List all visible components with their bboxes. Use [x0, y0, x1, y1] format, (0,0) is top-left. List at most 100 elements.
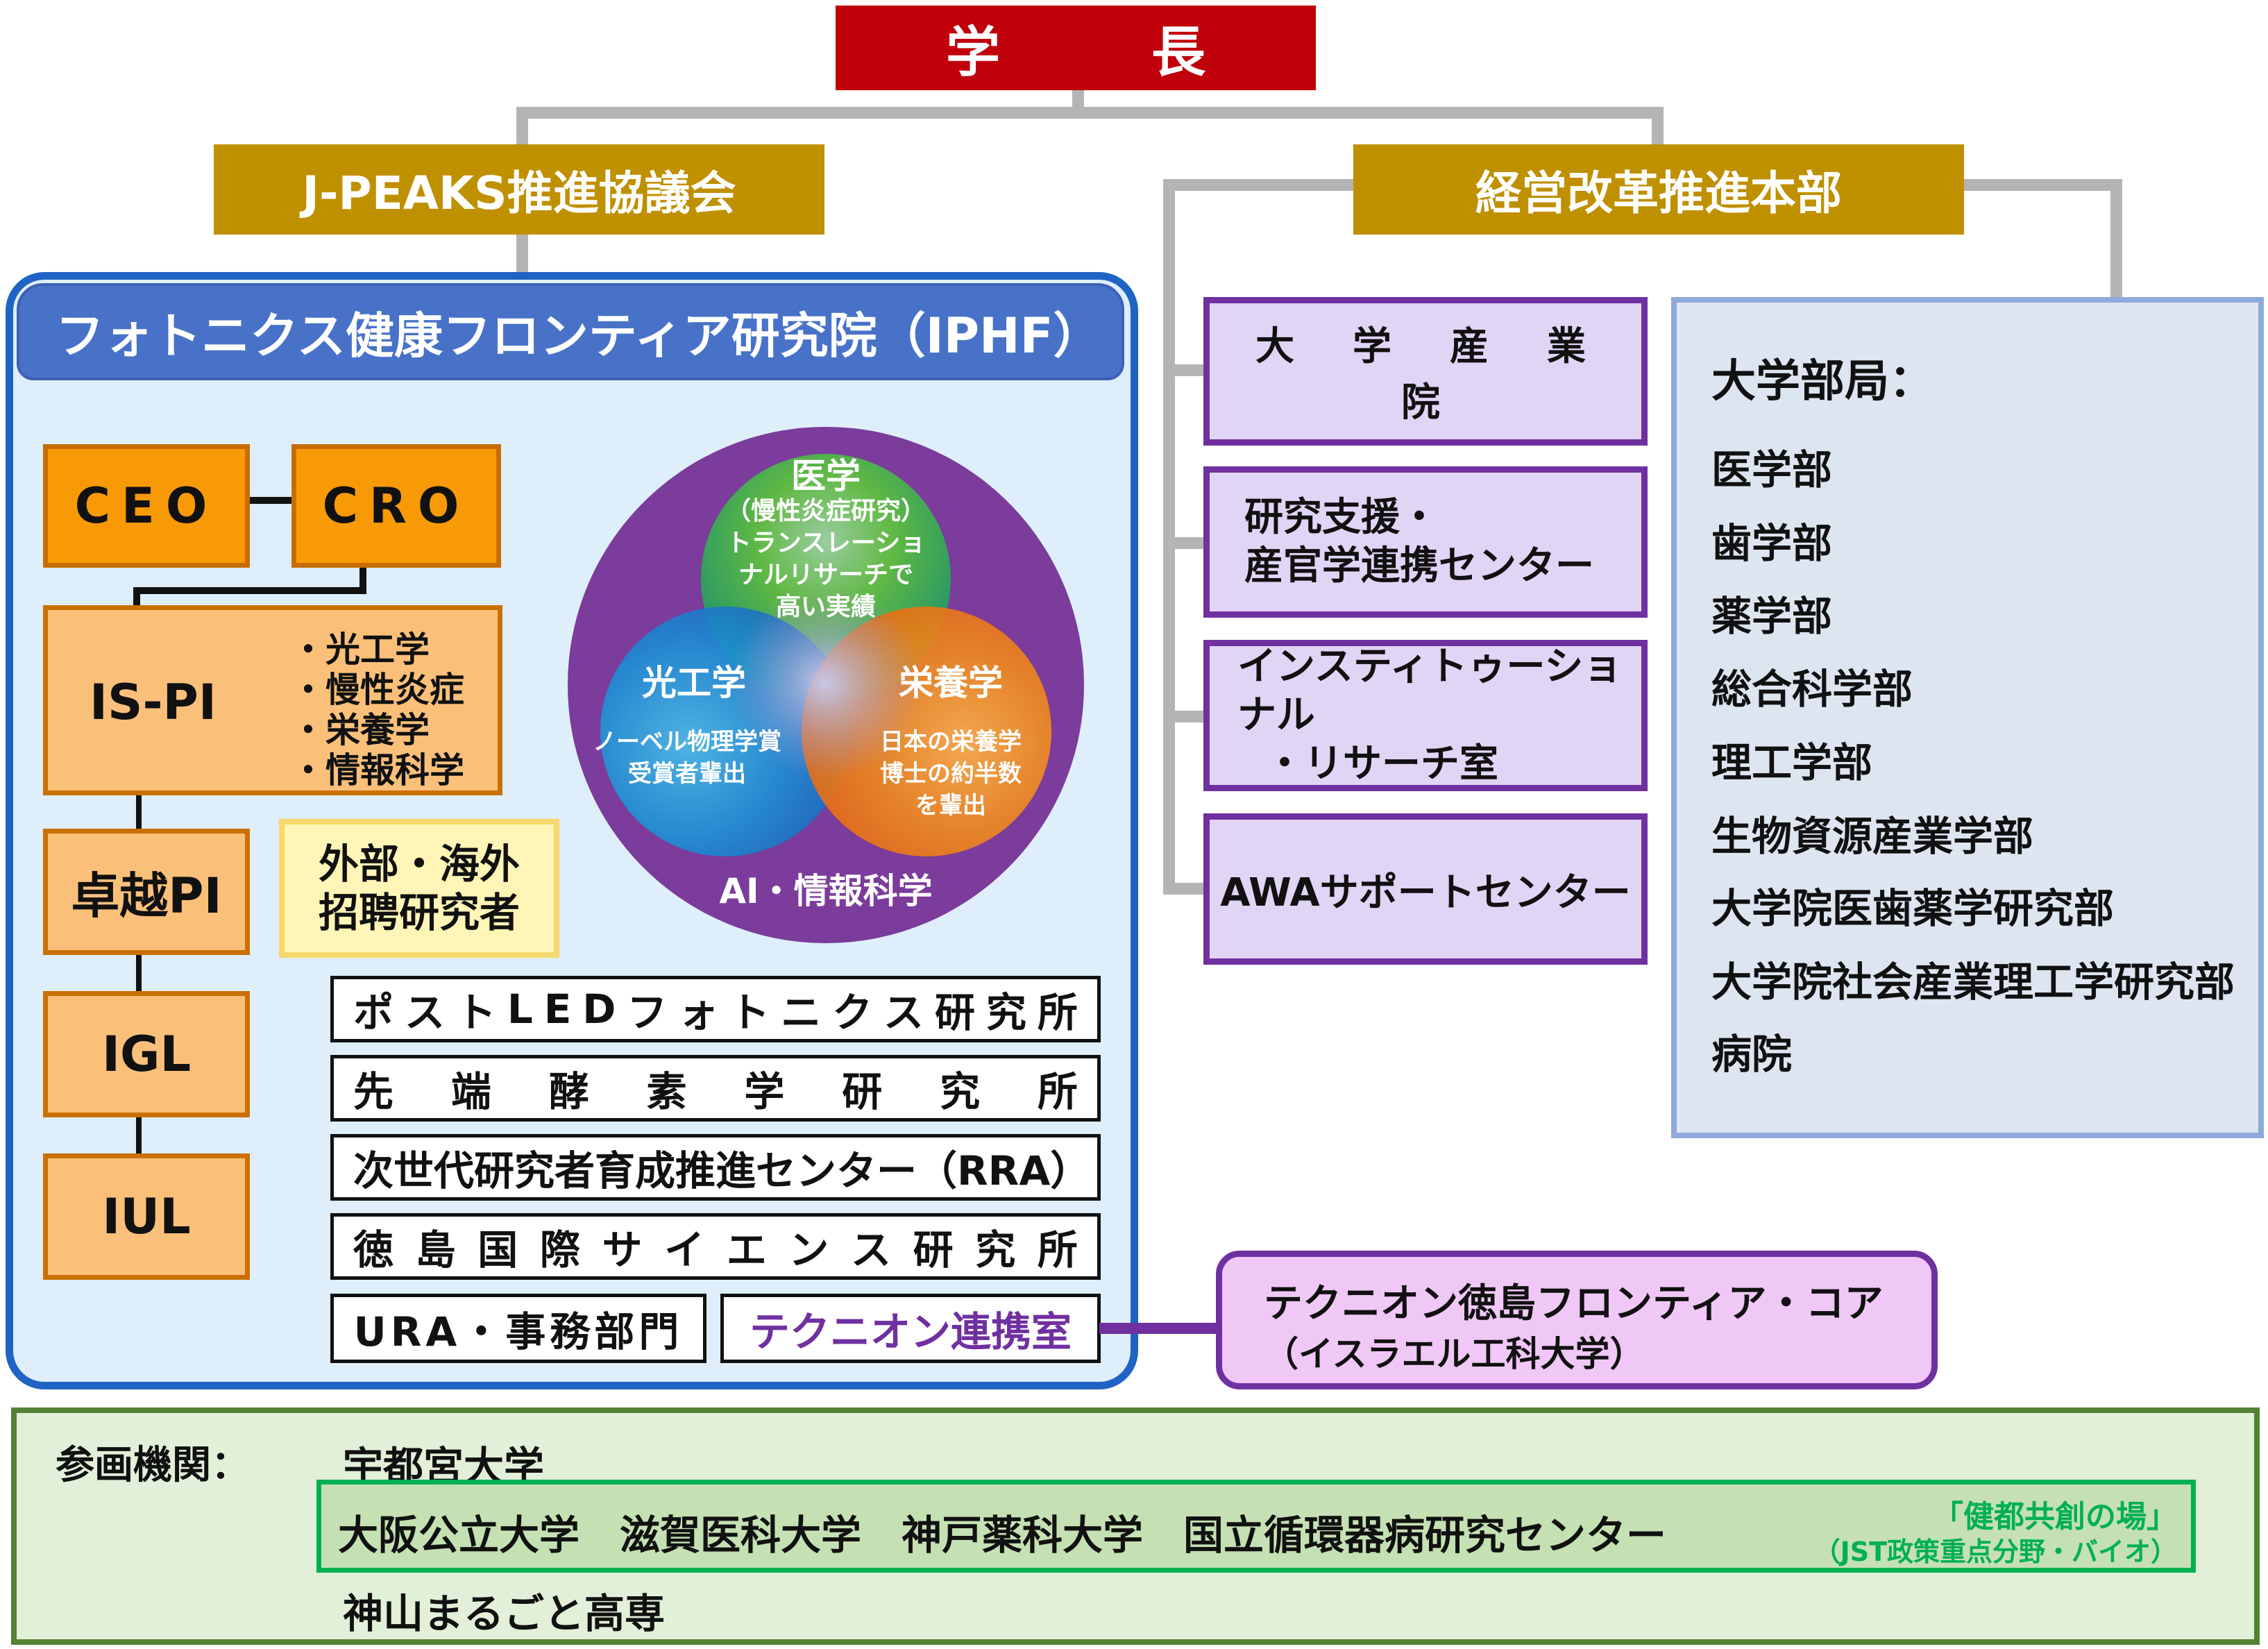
connector-ispi-up	[133, 587, 140, 608]
institute-name-char: ポ	[353, 989, 394, 1036]
connector-ispi-down	[136, 793, 142, 831]
venn-text-line: を輩出	[915, 792, 986, 820]
connector	[516, 107, 528, 146]
venn-nutrition-text: 日本の栄養学 博士の約半数 を輩出	[840, 726, 1062, 822]
institute-name-char: 際	[539, 1226, 580, 1274]
institute-name-char: ニ	[781, 989, 822, 1036]
iphf-title-bar: フォトニクス健康フロンティア研究院（IPHF）	[17, 283, 1124, 380]
institute-row: 次世代研究者育成推進センター（RRA）	[330, 1134, 1101, 1201]
kento-cocreation-box: 大阪公立大学 滋賀医科大学 神戸薬科大学 国立循環器病研究センター 「健都共創の…	[316, 1480, 2196, 1573]
president-label: 学 長	[945, 22, 1254, 84]
venn-text-line: ナルリサーチで	[738, 561, 913, 589]
venn-text-line: ノーベル物理学賞	[593, 728, 781, 756]
institute-name-char: 学	[744, 1068, 785, 1115]
institute-name-char: 酵	[548, 1068, 589, 1115]
technion-core-subtitle: （イスラエル工科大学）	[1264, 1334, 1645, 1374]
connector	[1072, 89, 1084, 112]
institute-name-char: 端	[450, 1068, 491, 1115]
venn-medicine-text: （慢性炎症研究） トランスレーショ ナルリサーチで 高い実績	[708, 496, 944, 623]
institute-name-char: 究	[940, 1068, 981, 1115]
faculty-item: 大学院社会産業理工学研究部	[1711, 958, 2235, 1006]
connector-pi-igl	[136, 952, 142, 992]
institute-name-char: 所	[1037, 1068, 1078, 1115]
venn-text-line: （慢性炎症研究）	[725, 497, 926, 525]
venn-center	[729, 586, 923, 780]
connector	[2110, 179, 2122, 298]
igl-box: IGL	[43, 991, 250, 1117]
institute-name-char: 研	[913, 1226, 954, 1274]
connector	[516, 107, 1663, 119]
technion-core-name: テクニオン徳島フロンティア・コア	[1264, 1281, 1884, 1326]
ispi-field: ・情報科学	[291, 750, 464, 790]
excellent-pi-label: 卓越PI	[71, 867, 222, 924]
university-unit-label: AWAサポートセンター	[1220, 870, 1631, 915]
institute-name-char: 研	[842, 1068, 883, 1115]
connector-horizontal	[133, 587, 366, 594]
ura-office-box: URA・事務部門	[330, 1294, 706, 1363]
university-unit-box: 研究支援・ 産官学連携センター	[1203, 466, 1648, 618]
institute-name-char: 究	[985, 989, 1026, 1036]
institute-name-char: ス	[404, 989, 445, 1036]
invited-line: 外部・海外	[318, 840, 520, 888]
partner-kamiyama: 神山まるごと高専	[343, 1590, 666, 1637]
faculty-item: 理工学部	[1711, 739, 1873, 786]
venn-medicine-title: 医学	[791, 456, 861, 496]
faculty-item: 生物資源産業学部	[1711, 813, 2034, 860]
connector	[1163, 179, 1356, 191]
ispi-label: IS-PI	[90, 674, 217, 731]
institute-name-char: E	[543, 986, 572, 1033]
iul-label: IUL	[102, 1188, 191, 1245]
ispi-box: IS-PI ・光工学 ・慢性炎症 ・栄養学 ・情報科学	[43, 605, 502, 795]
institute-name-char: 徳	[353, 1226, 394, 1274]
university-unit-box: AWAサポートセンター	[1203, 813, 1648, 965]
university-unit-box: 大 学 産 業 院	[1203, 297, 1648, 446]
institute-name-char: ト	[455, 989, 496, 1036]
institute-name-char: ス	[883, 989, 924, 1036]
institute-name-char: 先	[353, 1068, 394, 1115]
institute-name-char: 所	[1037, 989, 1078, 1036]
president-box: 学 長	[836, 6, 1316, 90]
connector	[1652, 107, 1664, 146]
ispi-fields: ・光工学 ・慢性炎症 ・栄養学 ・情報科学	[291, 629, 464, 790]
faculty-item: 薬学部	[1711, 593, 1833, 640]
iphf-title: フォトニクス健康フロンティア研究院（IPHF）	[56, 307, 1102, 364]
reform-headquarters-box: 経営改革推進本部	[1353, 144, 1964, 235]
research-field-circle: 医学 （慢性炎症研究） トランスレーショ ナルリサーチで 高い実績 光工学 ノー…	[562, 426, 1090, 944]
institute-name-char: 究	[975, 1226, 1016, 1274]
institute-name-char: 所	[1037, 1226, 1078, 1274]
venn-text-line: 博士の約半数	[880, 760, 1022, 788]
institute-name-char: ス	[851, 1226, 892, 1274]
faculty-item: 医学部	[1711, 446, 1833, 493]
venn-optics-title: 光工学	[642, 663, 746, 703]
invited-line: 招聘研究者	[318, 889, 520, 936]
faculty-item: 大学院医歯薬学研究部	[1711, 885, 2115, 932]
institute-name-char: 次世代研究者育成推進センター（RRA）	[353, 1147, 1091, 1194]
institute-name-char: ク	[832, 989, 873, 1036]
university-unit-label: 産官学連携センター	[1244, 543, 1594, 589]
venn-text-line: 受賞者輩出	[628, 760, 746, 788]
kento-partners: 大阪公立大学 滋賀医科大学 神戸薬科大学 国立循環器病研究センター	[338, 1512, 1667, 1559]
technion-frontier-core-box: テクニオン徳島フロンティア・コア （イスラエル工科大学）	[1216, 1251, 1938, 1389]
university-unit-label: 研究支援・	[1244, 495, 1439, 540]
institute-name-char: イ	[664, 1226, 705, 1274]
institute-name-char: フ	[627, 989, 668, 1036]
venn-ai-title: AI・情報科学	[719, 871, 933, 911]
connector	[1163, 537, 1205, 549]
institute-name-char: D	[582, 986, 616, 1033]
faculty-item: 歯学部	[1711, 520, 1833, 567]
ispi-field: ・慢性炎症	[291, 670, 464, 710]
ceo-label: CEO	[74, 477, 219, 534]
institute-name-char: ト	[729, 989, 770, 1036]
venn-optics-text: ノーベル物理学賞 受賞者輩出	[576, 726, 798, 790]
technion-office-box: テクニオン連携室	[720, 1294, 1101, 1363]
venn-text-line: 高い実績	[775, 593, 876, 621]
invited-researchers-box: 外部・海外 招聘研究者	[279, 819, 559, 958]
institute-row: 徳島国際サイエンス研究所	[330, 1213, 1101, 1280]
connector	[516, 232, 528, 273]
iul-box: IUL	[43, 1153, 250, 1280]
connector	[1163, 179, 1175, 894]
faculties-box: 大学部局： 医学部 歯学部 薬学部 総合科学部 理工学部 生物資源産業学部 大学…	[1671, 297, 2264, 1138]
institute-name-char: 島	[415, 1226, 456, 1274]
university-unit-box: インスティトゥーショナル ・リサーチ室	[1203, 640, 1648, 791]
